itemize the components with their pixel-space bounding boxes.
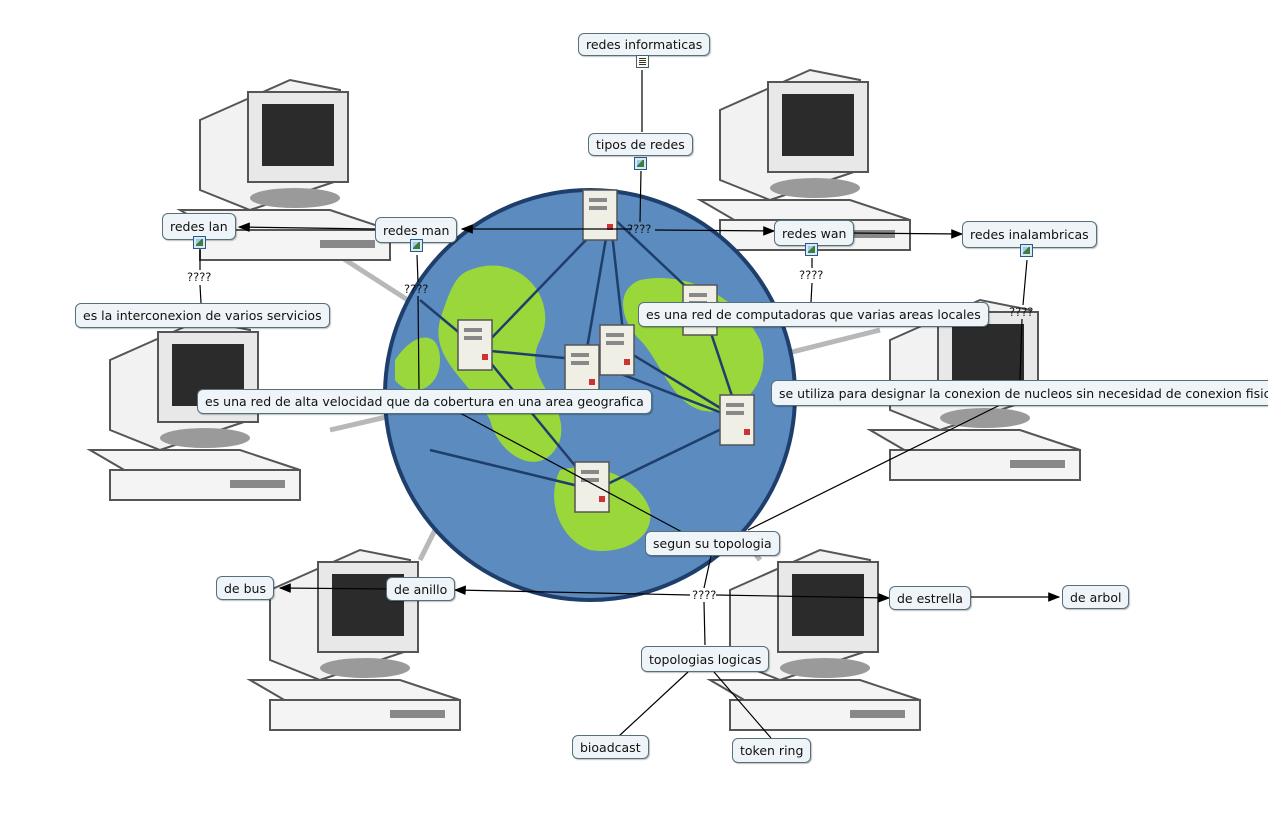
image-icon[interactable] xyxy=(193,236,206,249)
node-inalambricas-description[interactable]: se utiliza para designar la conexion de … xyxy=(771,380,1268,406)
link-man-lan xyxy=(237,222,376,232)
image-icon[interactable] xyxy=(1020,244,1033,257)
link-lan-desc-2 xyxy=(199,284,202,304)
link-inalambricas-desc xyxy=(1022,259,1028,306)
link-hub-logicas xyxy=(703,601,706,646)
link-label-man[interactable]: ???? xyxy=(404,282,429,296)
node-de-bus[interactable]: de bus xyxy=(216,576,274,600)
link-hub-anillo xyxy=(453,585,691,596)
link-logicas-token xyxy=(713,671,772,739)
node-bioadcast[interactable]: bioadcast xyxy=(572,735,649,759)
link-wan-inalambricas xyxy=(849,229,964,239)
link-tipos-hub xyxy=(639,170,642,223)
link-label-types[interactable]: ???? xyxy=(627,222,652,236)
link-man-desc xyxy=(416,254,419,283)
node-man-description[interactable]: es una red de alta velocidad que da cobe… xyxy=(197,389,652,414)
link-anillo-bus xyxy=(278,583,387,593)
link-man-desc-topologia xyxy=(459,412,683,533)
link-wan-desc-2 xyxy=(810,282,813,303)
link-logicas-bioadcast xyxy=(618,671,689,737)
link-hub-wan xyxy=(654,226,776,236)
link-label-inalambricas[interactable]: ???? xyxy=(1009,305,1034,319)
document-icon[interactable] xyxy=(636,55,649,68)
image-icon[interactable] xyxy=(634,157,647,170)
link-inalambricas-desc-2 xyxy=(1019,318,1023,381)
link-label-lan[interactable]: ???? xyxy=(187,270,212,284)
node-de-estrella[interactable]: de estrella xyxy=(889,586,971,610)
node-redes-lan[interactable]: redes lan xyxy=(162,213,236,240)
node-de-arbol[interactable]: de arbol xyxy=(1062,585,1130,609)
node-token-ring[interactable]: token ring xyxy=(732,738,812,763)
node-topologias-logicas[interactable]: topologias logicas xyxy=(641,646,770,672)
link-man-desc-2 xyxy=(417,295,420,390)
image-icon[interactable] xyxy=(410,239,423,252)
node-redes-wan[interactable]: redes wan xyxy=(774,220,855,246)
node-redes-inalambricas[interactable]: redes inalambricas xyxy=(962,221,1097,248)
link-topologia-hub xyxy=(703,555,712,589)
link-inalambricas-desc-topologia xyxy=(747,404,1001,531)
node-segun-su-topologia[interactable]: segun su topologia xyxy=(645,531,780,556)
link-label-wan[interactable]: ???? xyxy=(799,268,824,282)
node-redes-informaticas[interactable]: redes informaticas xyxy=(578,33,711,56)
node-tipos-de-redes[interactable]: tipos de redes xyxy=(588,133,693,156)
node-de-anillo[interactable]: de anillo xyxy=(386,577,456,601)
link-hub-estrella xyxy=(715,593,891,603)
node-lan-description[interactable]: es la interconexion de varios servicios xyxy=(75,303,330,328)
link-label-topologias[interactable]: ???? xyxy=(692,588,717,602)
node-redes-man[interactable]: redes man xyxy=(375,217,458,243)
node-wan-description[interactable]: es una red de computadoras que varias ar… xyxy=(638,302,989,327)
image-icon[interactable] xyxy=(805,243,818,256)
